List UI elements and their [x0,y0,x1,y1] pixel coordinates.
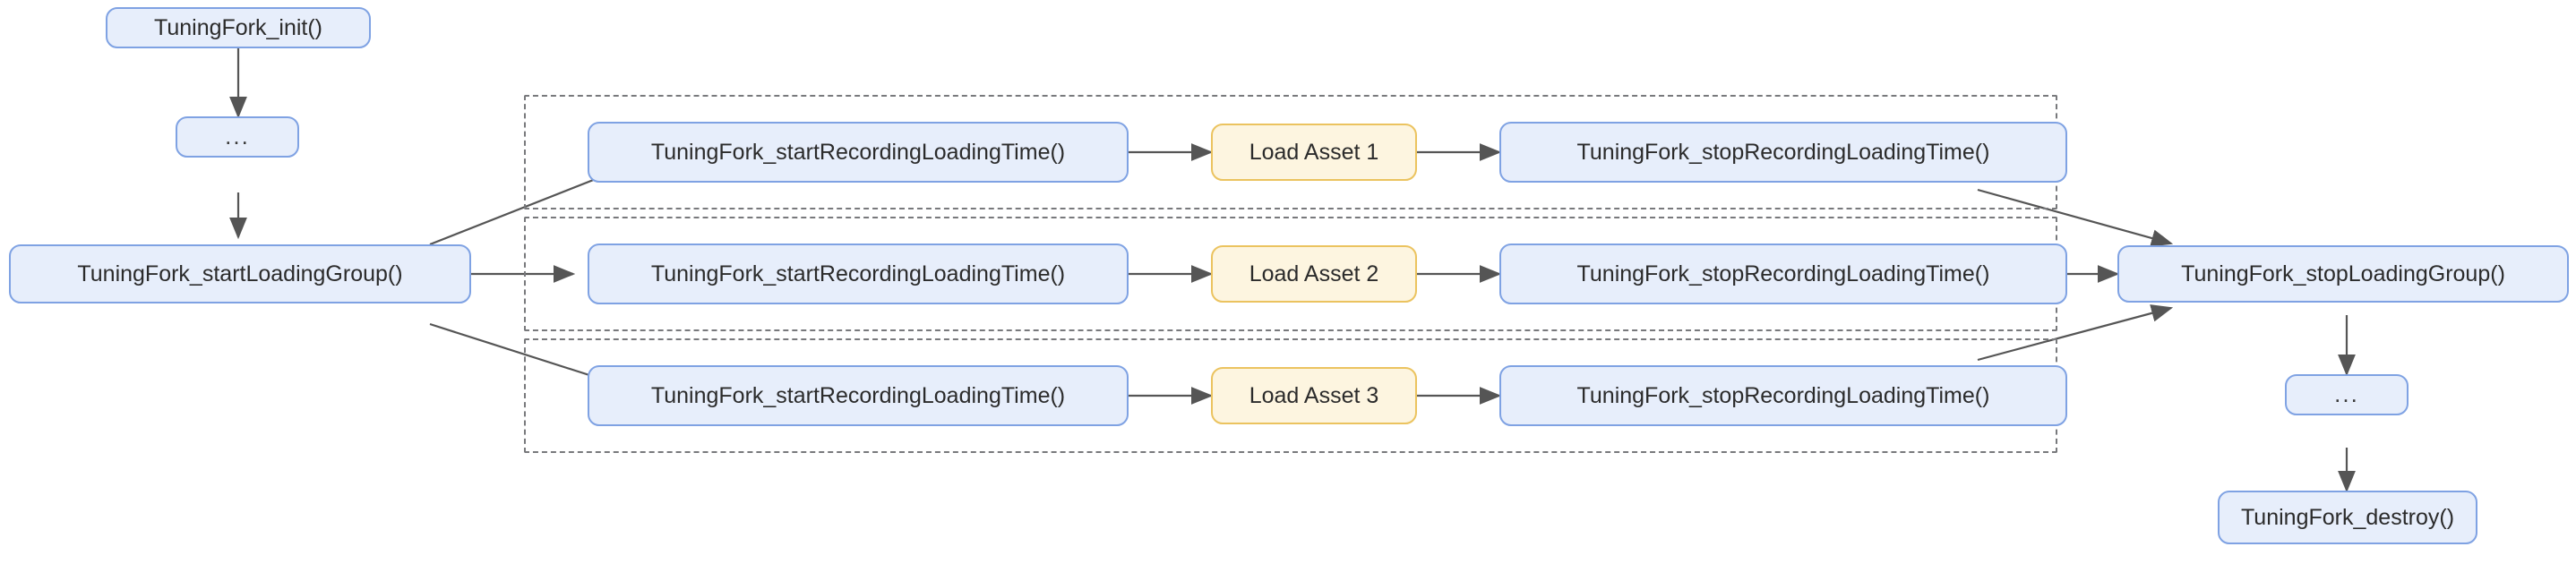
node-row2-load-asset[interactable]: Load Asset 2 [1211,245,1417,303]
node-row1-stop-recording[interactable]: TuningFork_stopRecordingLoadingTime() [1499,122,2067,183]
node-row3-load-asset[interactable]: Load Asset 3 [1211,367,1417,424]
node-start-loading-group[interactable]: TuningFork_startLoadingGroup() [9,244,471,303]
node-label: TuningFork_startRecordingLoadingTime() [650,382,1066,408]
node-label: TuningFork_stopLoadingGroup() [2181,261,2505,286]
node-tuningfork-init[interactable]: TuningFork_init() [106,7,371,48]
node-tuningfork-destroy[interactable]: TuningFork_destroy() [2218,491,2477,544]
node-label: TuningFork_startLoadingGroup() [77,261,403,286]
node-label: ... [225,123,250,150]
node-ellipsis-top[interactable]: ... [176,116,299,158]
node-ellipsis-bottom[interactable]: ... [2285,374,2409,415]
node-label: TuningFork_destroy() [2240,504,2455,530]
node-label: TuningFork_stopRecordingLoadingTime() [1576,382,1990,408]
node-label: ... [2334,380,2359,408]
node-row1-start-recording[interactable]: TuningFork_startRecordingLoadingTime() [588,122,1129,183]
node-label: TuningFork_startRecordingLoadingTime() [650,139,1066,165]
node-row2-stop-recording[interactable]: TuningFork_stopRecordingLoadingTime() [1499,244,2067,304]
node-label: TuningFork_stopRecordingLoadingTime() [1576,139,1990,165]
node-stop-loading-group[interactable]: TuningFork_stopLoadingGroup() [2117,245,2569,303]
node-label: TuningFork_startRecordingLoadingTime() [650,261,1066,286]
node-row1-load-asset[interactable]: Load Asset 1 [1211,124,1417,181]
node-row2-start-recording[interactable]: TuningFork_startRecordingLoadingTime() [588,244,1129,304]
node-label: Load Asset 2 [1249,261,1379,286]
node-label: Load Asset 1 [1249,139,1379,165]
node-label: TuningFork_init() [153,14,323,40]
node-row3-start-recording[interactable]: TuningFork_startRecordingLoadingTime() [588,365,1129,426]
node-row3-stop-recording[interactable]: TuningFork_stopRecordingLoadingTime() [1499,365,2067,426]
node-label: Load Asset 3 [1249,382,1379,408]
node-label: TuningFork_stopRecordingLoadingTime() [1576,261,1990,286]
